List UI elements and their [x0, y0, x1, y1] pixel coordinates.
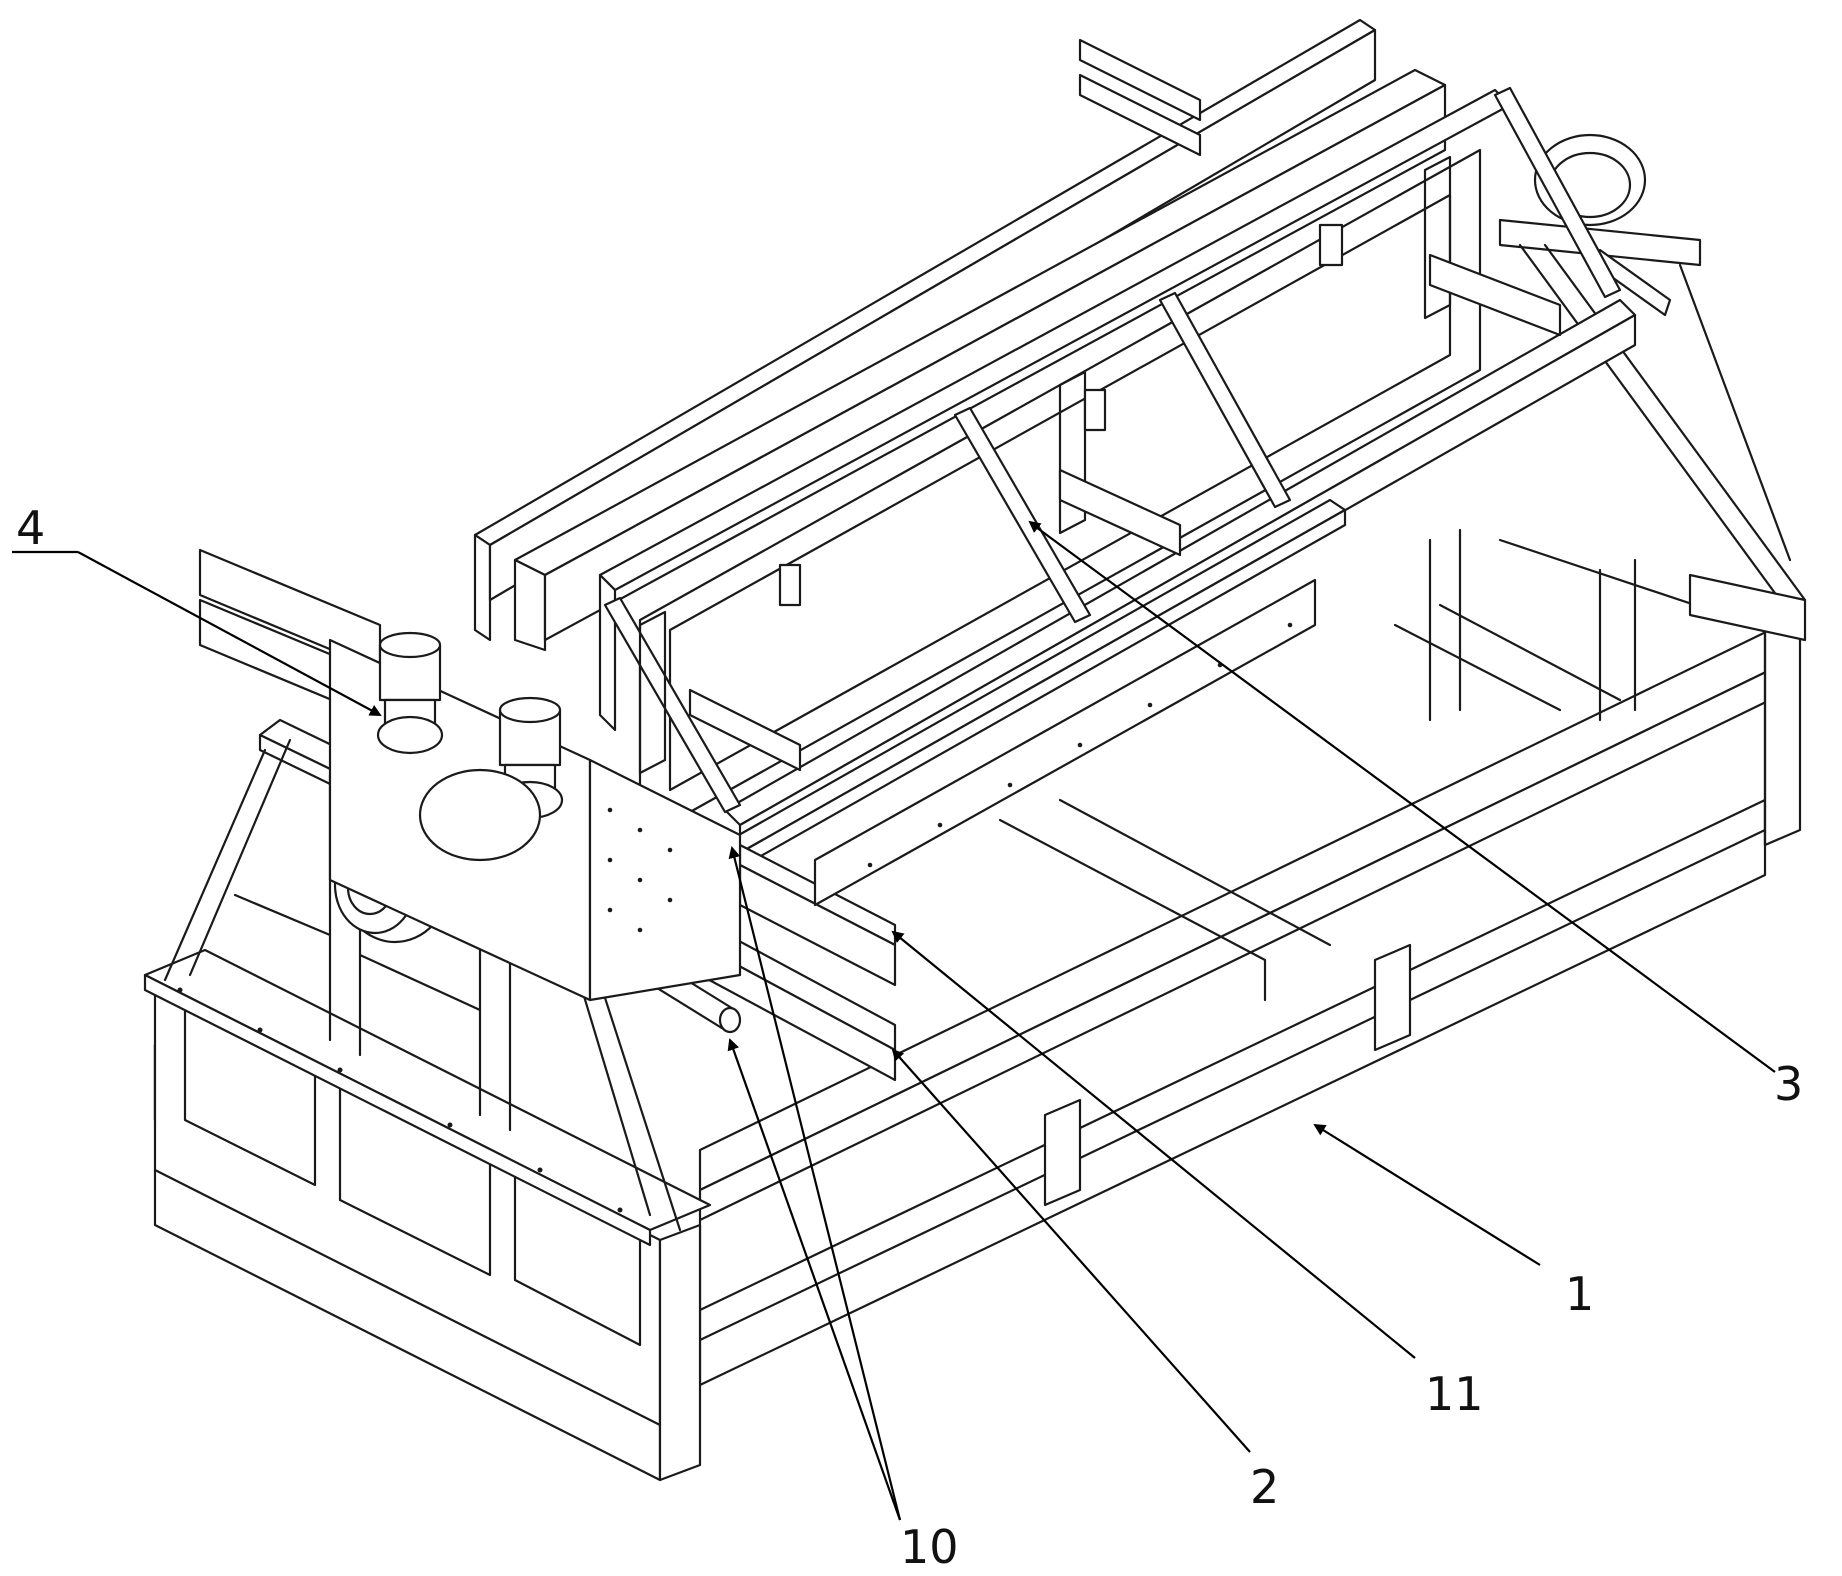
top-rails [473, 18, 1512, 732]
top-plate-bolts [177, 987, 623, 1213]
label-3: 3 [1774, 1057, 1803, 1111]
base-frame [153, 528, 1802, 1387]
callouts: 4 3 1 11 2 10 [12, 501, 1803, 1574]
callout-2: 2 [891, 1048, 1279, 1514]
drive-assembly [198, 548, 742, 1002]
callout-10: 10 [727, 846, 959, 1574]
callout-4: 4 [12, 501, 382, 716]
label-4: 4 [16, 501, 45, 555]
label-11: 11 [1425, 1367, 1484, 1421]
label-2: 2 [1250, 1460, 1279, 1514]
callout-1: 1 [1313, 1123, 1594, 1321]
gearbox-plate-holes [607, 807, 673, 933]
callout-11: 11 [891, 930, 1484, 1421]
front-guide-rails [618, 498, 1347, 1082]
label-10: 10 [900, 1520, 959, 1574]
motor-1 [376, 631, 444, 755]
label-1: 1 [1565, 1267, 1594, 1321]
callout-3: 3 [1028, 520, 1803, 1111]
